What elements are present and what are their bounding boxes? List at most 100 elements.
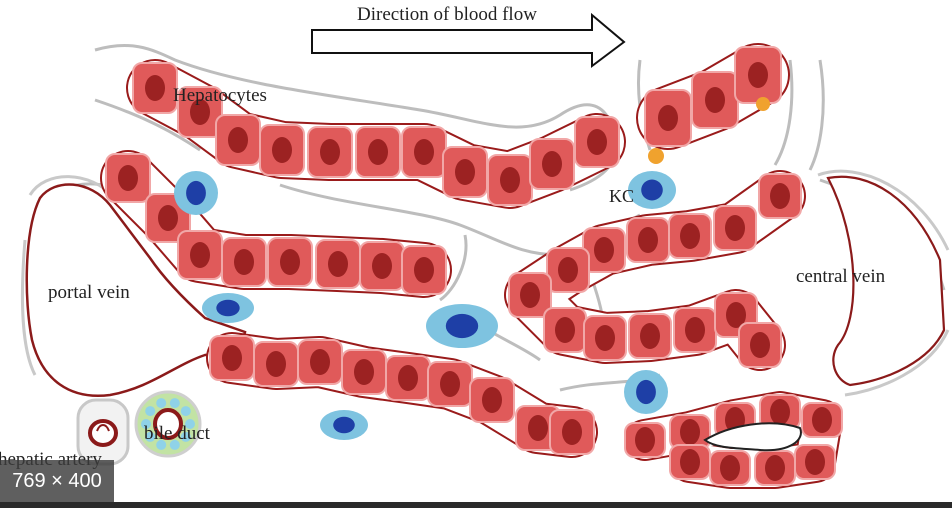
hepatocyte-nucleus xyxy=(685,317,705,343)
hepatocyte-nucleus xyxy=(320,139,340,165)
stellate-cell xyxy=(756,97,770,111)
bile-duct-cell xyxy=(145,406,156,417)
image-size-badge: 769 × 400 xyxy=(0,460,114,502)
hepatocyte-nucleus xyxy=(770,183,790,209)
bile-duct xyxy=(134,390,202,458)
hepatocyte-nucleus xyxy=(640,323,660,349)
hepatocyte-nucleus xyxy=(594,237,614,263)
hepatocyte-nucleus xyxy=(280,249,300,275)
hepatocyte-nucleus xyxy=(158,205,178,231)
kupffer-cell xyxy=(202,293,254,323)
hepatocyte-nucleus xyxy=(680,223,700,249)
hepatocyte-nucleus xyxy=(190,99,210,125)
bile-duct-cells xyxy=(141,398,195,450)
hepatocyte-nucleus xyxy=(414,257,434,283)
blood-flow-arrow xyxy=(311,12,626,68)
bile-duct-cell xyxy=(169,398,180,409)
hepatocyte-nucleus xyxy=(720,455,740,481)
hepatocyte-plates xyxy=(100,43,843,489)
hepatocyte-nucleus xyxy=(310,349,330,375)
hepatocyte-nucleus xyxy=(222,345,242,371)
hepatocyte-nucleus xyxy=(680,419,700,445)
kupffer-cells xyxy=(174,171,676,440)
blood-flow-label: Direction of blood flow xyxy=(357,4,537,25)
hepatocyte-nucleus xyxy=(805,449,825,475)
hepatocyte-nucleus xyxy=(750,332,770,358)
hepatocyte-plate xyxy=(206,332,598,458)
hepatocyte-nucleus xyxy=(635,427,655,453)
hepatocyte-plate xyxy=(636,43,790,150)
hepatocyte-nucleus xyxy=(354,359,374,385)
kupffer-cell xyxy=(628,171,676,209)
hepatocyte-nucleus xyxy=(562,419,582,445)
hepatocyte-nucleus xyxy=(520,282,540,308)
hepatocyte-nucleus xyxy=(725,215,745,241)
bile-duct-cell xyxy=(141,419,151,429)
bottom-bar xyxy=(0,502,952,508)
kupffer-cell xyxy=(426,304,498,348)
bile-duct-cell xyxy=(185,419,195,429)
kupffer-nucleus xyxy=(216,299,240,317)
hepatocyte-nucleus xyxy=(680,449,700,475)
hepatocyte-nucleus xyxy=(765,455,785,481)
hepatocyte-nucleus xyxy=(118,165,138,191)
bile-duct-cell xyxy=(180,406,191,417)
portal-vein-label: portal vein xyxy=(48,282,130,303)
sinusoid-lumen xyxy=(703,422,802,452)
kupffer-nucleus xyxy=(333,416,355,434)
hepatic-artery xyxy=(76,398,130,466)
hepatocyte-nucleus xyxy=(234,249,254,275)
hepatocyte-nucleus xyxy=(440,371,460,397)
kupffer-nucleus xyxy=(641,179,663,201)
hepatocyte-nucleus xyxy=(542,151,562,177)
kupffer-cell xyxy=(174,171,218,215)
hepatocyte-nucleus xyxy=(455,159,475,185)
portal-vein xyxy=(25,183,247,397)
bile-duct-cell xyxy=(156,439,167,450)
bile-duct-cell xyxy=(156,398,167,409)
hepatocyte-nucleus xyxy=(190,242,210,268)
hepatocyte-nucleus xyxy=(482,387,502,413)
hepatocyte-nucleus xyxy=(587,129,607,155)
hepatocyte-plate xyxy=(504,170,806,371)
bile-duct-cell xyxy=(169,439,180,450)
kupffer-cell xyxy=(320,410,368,440)
kupffer-nucleus xyxy=(636,379,656,405)
hepatocyte-nucleus xyxy=(658,105,678,131)
central-vein xyxy=(826,175,946,387)
hepatocyte-nucleus xyxy=(145,75,165,101)
hepatocyte-nucleus xyxy=(372,253,392,279)
hepatocyte-nucleus xyxy=(398,365,418,391)
hepatocyte-nucleus xyxy=(368,139,388,165)
hepatocyte-plate xyxy=(100,150,452,298)
bile-duct-label: bile duct xyxy=(144,423,210,444)
hepatocyte-plate xyxy=(624,391,843,489)
hepatocyte-nucleus xyxy=(228,127,248,153)
hepatocyte-nucleus xyxy=(528,415,548,441)
hepatocyte-nucleus xyxy=(272,137,292,163)
kupffer-cell xyxy=(624,370,668,414)
hepatocyte-nucleus xyxy=(638,227,658,253)
bile-duct-cell xyxy=(145,431,156,442)
hepatocyte-nucleus xyxy=(414,139,434,165)
hepatocyte-nucleus xyxy=(266,351,286,377)
kupffer-nucleus xyxy=(445,313,479,339)
hepatocyte-nucleus xyxy=(770,399,790,425)
hepatocyte-nucleus xyxy=(812,407,832,433)
hepatocyte-nucleus xyxy=(705,87,725,113)
hepatocyte-nucleus xyxy=(726,302,746,328)
bile-duct-cell xyxy=(180,431,191,442)
hepatocytes-label: Hepatocytes xyxy=(173,85,267,106)
hepatocyte-nucleus xyxy=(595,325,615,351)
hepatocyte-nucleus xyxy=(500,167,520,193)
hepatocyte-nucleus xyxy=(555,317,575,343)
central-vein-membrane xyxy=(817,169,950,397)
hepatocyte-nucleus xyxy=(748,62,768,88)
stellate-cell xyxy=(648,148,664,164)
hepatocyte-nucleus xyxy=(328,251,348,277)
hepatocyte-plate xyxy=(126,59,626,209)
hepatocyte-nucleus xyxy=(558,257,578,283)
kupffer-nucleus xyxy=(186,180,206,206)
central-vein-label: central vein xyxy=(796,266,886,287)
